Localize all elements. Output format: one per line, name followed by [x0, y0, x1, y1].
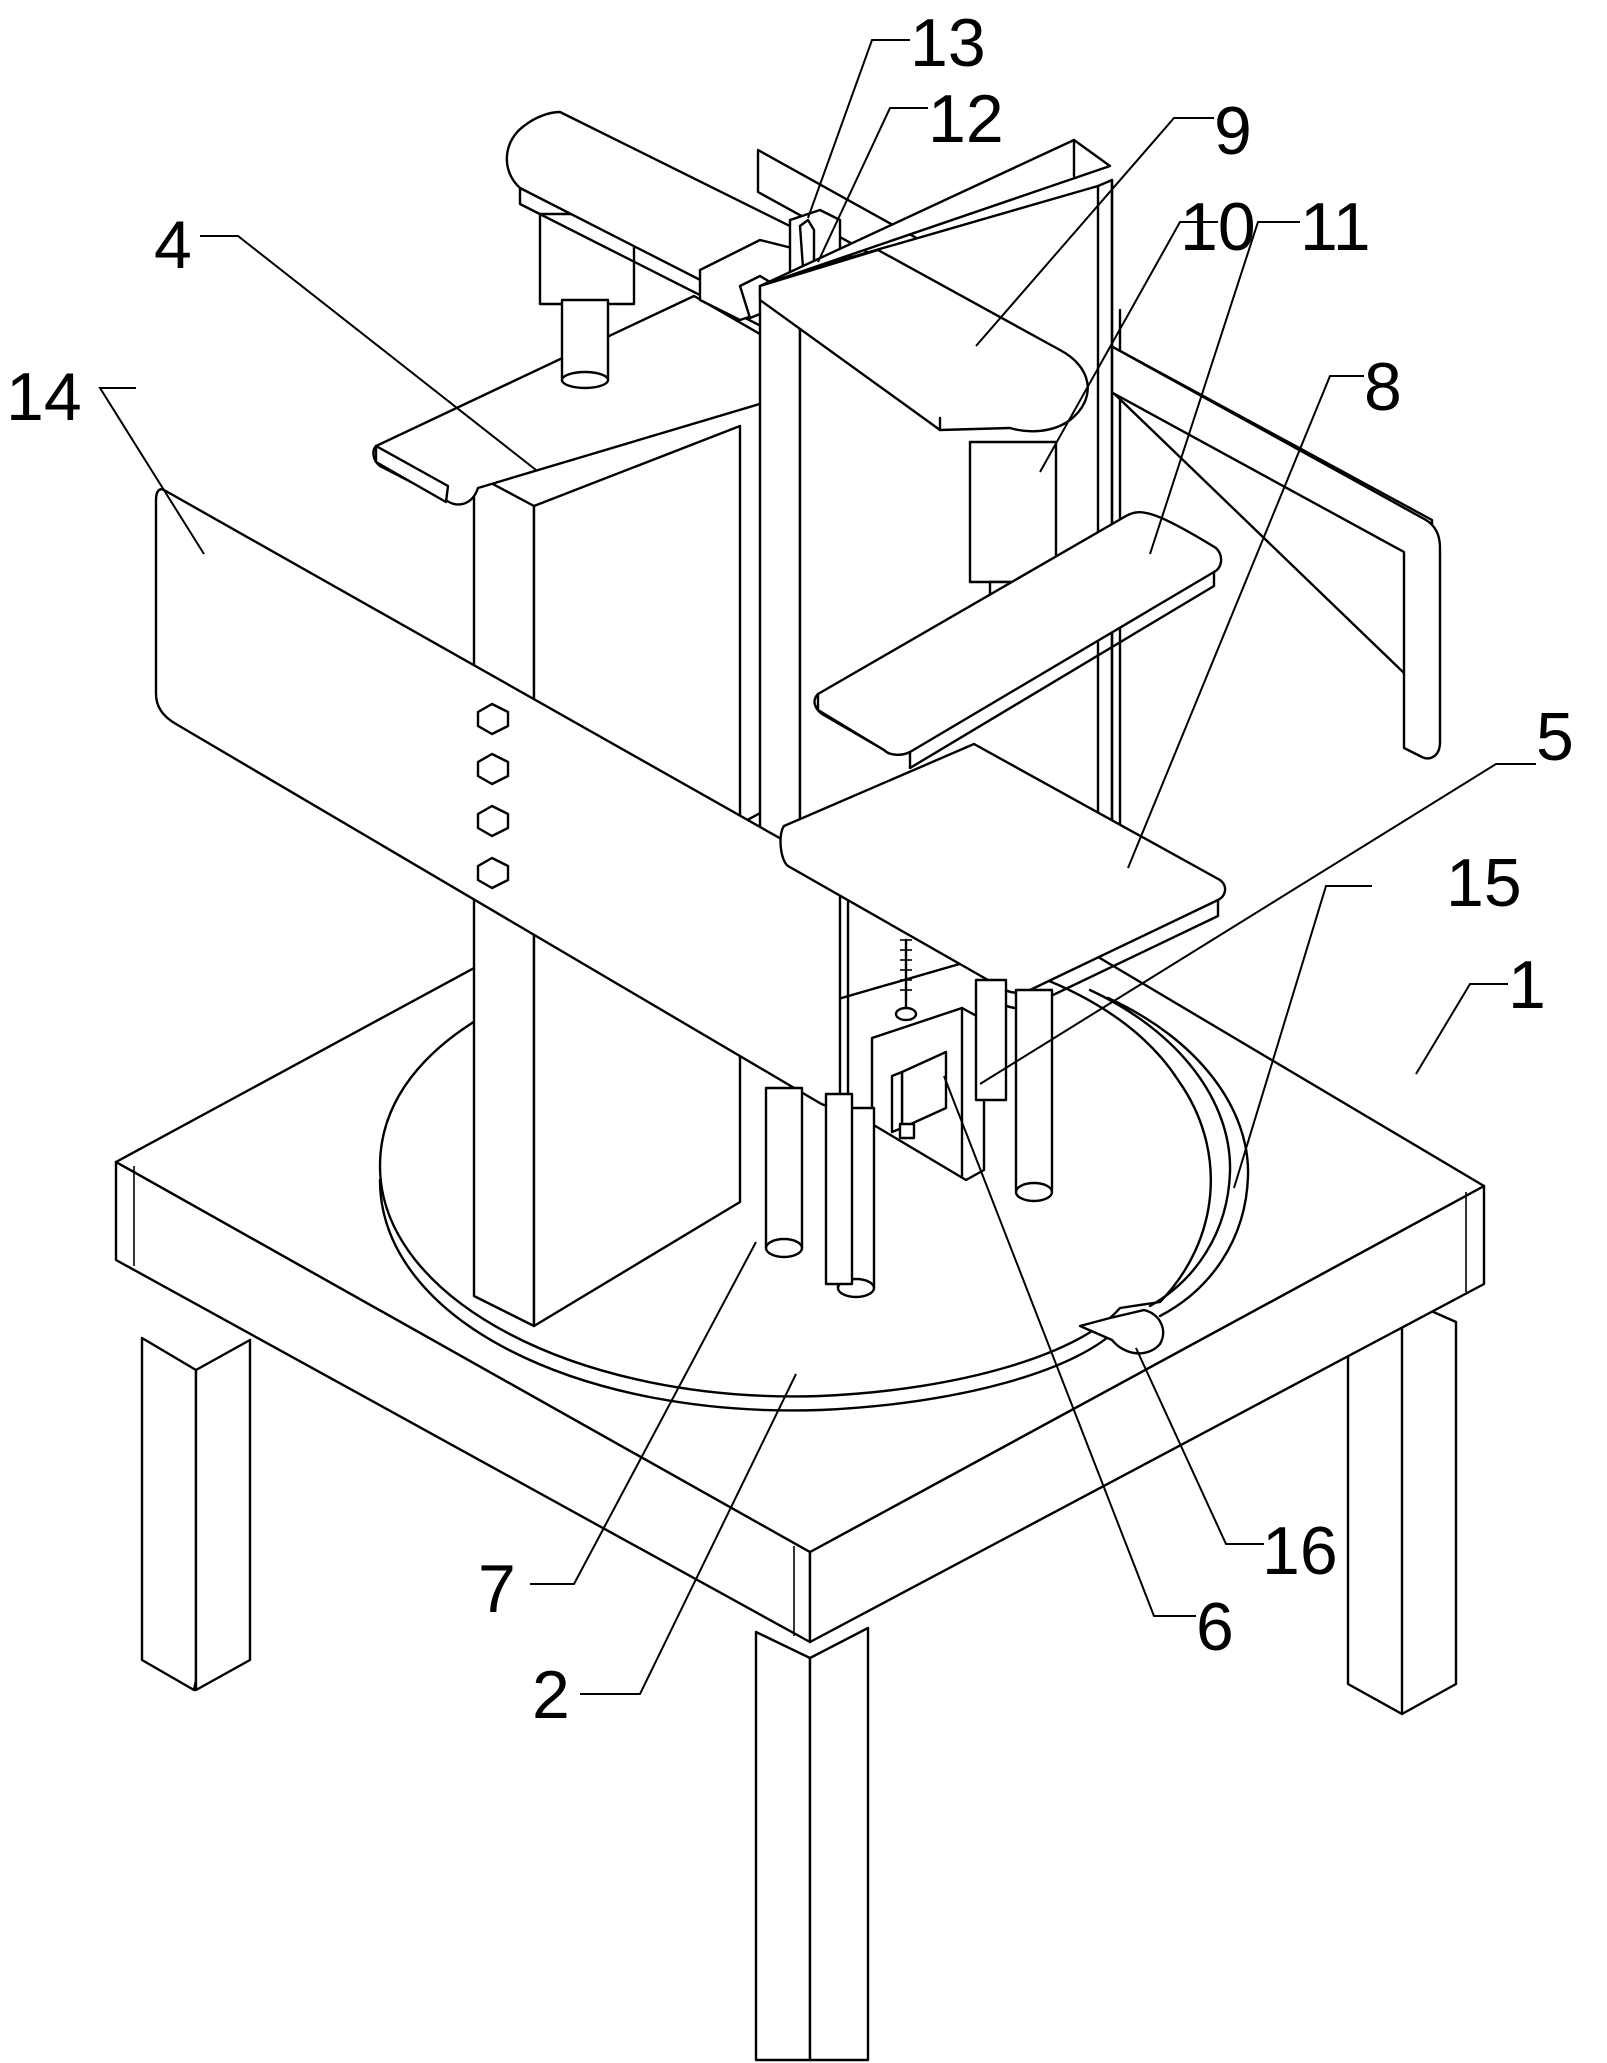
label-13: 13 [910, 5, 986, 81]
label-15: 15 [1446, 845, 1522, 921]
label-11: 11 [1300, 189, 1371, 265]
label-7: 7 [478, 1551, 516, 1627]
label-5: 5 [1536, 699, 1574, 775]
label-8: 8 [1364, 349, 1402, 425]
label-4: 4 [154, 207, 192, 283]
label-9: 9 [1214, 93, 1252, 169]
label-16: 16 [1262, 1513, 1338, 1589]
label-2: 2 [532, 1657, 570, 1733]
label-1: 1 [1508, 947, 1546, 1023]
label-6: 6 [1196, 1589, 1234, 1665]
label-14: 14 [6, 359, 82, 435]
label-10: 10 [1180, 189, 1256, 265]
label-12: 12 [928, 81, 1004, 157]
